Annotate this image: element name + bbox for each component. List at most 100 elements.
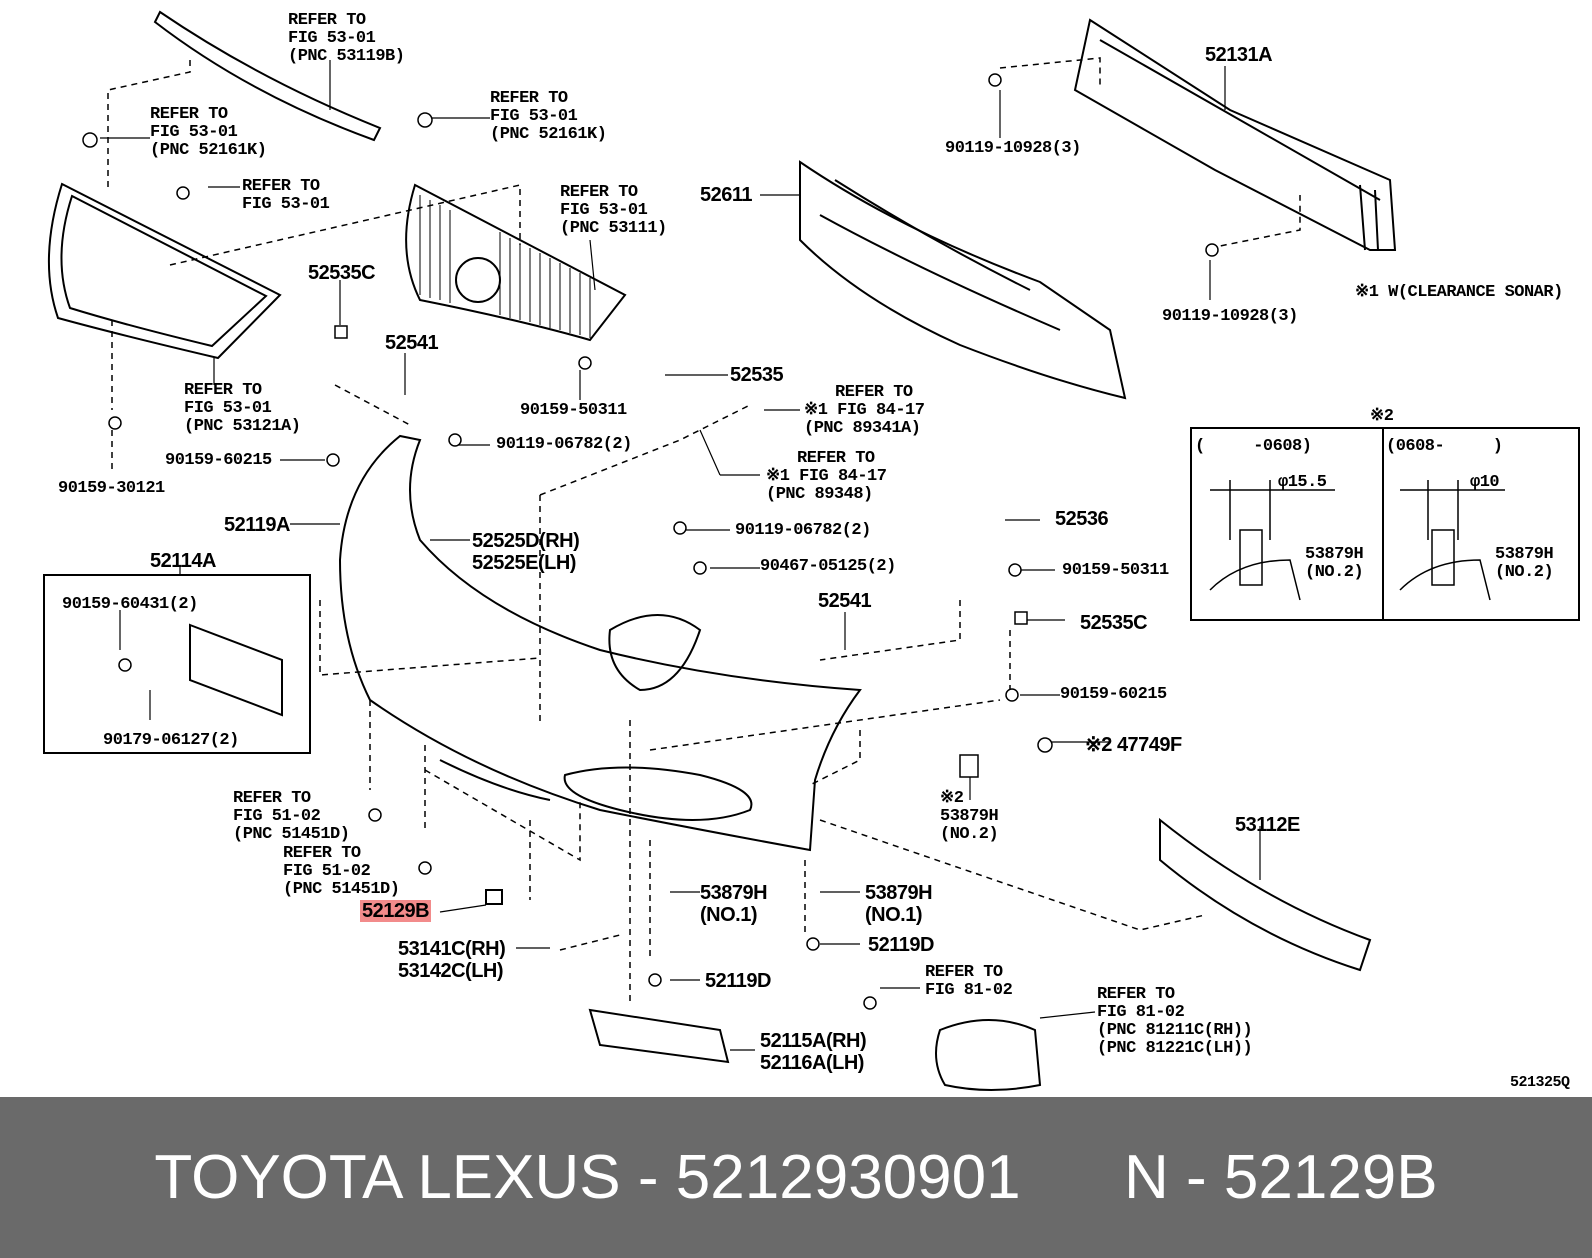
energy-absorber <box>799 160 1127 400</box>
grille-emblem <box>455 257 501 303</box>
part-number-banner: TOYOTA LEXUS - 5212930901 N - 52129B <box>0 1097 1592 1258</box>
part-label-53112e: 53112E <box>1235 814 1300 836</box>
part-label-52541-mid: 52541 <box>818 590 872 612</box>
diagram-drawing <box>43 10 1580 1091</box>
sonar-inset-box <box>1190 427 1580 621</box>
bumper-side-bracket <box>588 1008 730 1064</box>
bolt-icon <box>863 996 877 1010</box>
bolt-icon <box>176 186 190 200</box>
refer-label-89341a: ※1 FIG 84-17 (PNC 89341A) <box>804 401 925 438</box>
sensor-holder-icon <box>959 754 979 778</box>
refer-label-52161k-left: REFER TO FIG 53-01 (PNC 52161K) <box>150 105 267 160</box>
pnc-code: 52129B <box>1223 1143 1438 1212</box>
inset-left-range: ( -0608) <box>1195 437 1312 456</box>
bolt-icon <box>1205 243 1219 257</box>
part-label-90119-10928-top: 90119-10928(3) <box>945 139 1081 158</box>
part-label-52535c-mid: 52535C <box>1080 612 1148 634</box>
bolt-icon <box>1005 688 1019 702</box>
inset-left-diameter: φ15.5 <box>1278 473 1327 492</box>
refer-label-53111: REFER TO FIG 53-01 (PNC 53111) <box>560 183 667 238</box>
bolt-icon <box>578 356 592 370</box>
license-bracket-box <box>43 574 311 754</box>
refer-label-81-02-b: REFER TO FIG 81-02 (PNC 81211C(RH)) (PNC… <box>1097 985 1253 1058</box>
bolt-icon <box>368 808 382 822</box>
separator: - <box>1185 1143 1207 1212</box>
refer-label-53119b: REFER TO FIG 53-01 (PNC 53119B) <box>288 11 405 66</box>
bolt-icon <box>418 861 432 875</box>
parts-diagram: REFER TO FIG 53-01 (PNC 53119B) REFER TO… <box>43 10 1580 1091</box>
n-label: N <box>1123 1143 1169 1212</box>
lower-grille <box>1159 817 1372 972</box>
banner-text: TOYOTA LEXUS - 5212930901 N - 52129B <box>0 1097 1592 1258</box>
part-label-90467-05125: 90467-05125(2) <box>760 557 896 576</box>
part-label-52535: 52535 <box>730 364 784 386</box>
part-label-52535c-top: 52535C <box>308 262 376 284</box>
bumper-cover <box>338 434 862 852</box>
part-label-90119-06782-b: 90119-06782(2) <box>735 521 871 540</box>
refer-label-89348: ※1 FIG 84-17 (PNC 89348) <box>766 467 887 504</box>
fog-lamp <box>935 1019 1042 1091</box>
part-label-47749f: ※2 47749F <box>1085 734 1182 756</box>
part-label-52611: 52611 <box>700 184 753 206</box>
refer-label-53-01-bolt: REFER TO FIG 53-01 <box>242 177 330 214</box>
part-label-52525d: 52525D(RH) 52525E(LH) <box>472 530 580 574</box>
part-label-52536: 52536 <box>1055 508 1109 530</box>
license-bracket <box>189 623 283 717</box>
part-label-52119d-b: 52119D <box>705 970 771 992</box>
refer-label-52161k-mid: REFER TO FIG 53-01 (PNC 52161K) <box>490 89 607 144</box>
part-number: 5212930901 <box>675 1143 1021 1212</box>
part-label-90159-60215-a: 90159-60215 <box>165 451 272 470</box>
inset-right-diameter: φ10 <box>1470 473 1500 492</box>
upper-molding-strip <box>153 10 382 142</box>
part-label-52541-top: 52541 <box>385 332 439 354</box>
bolt-icon <box>108 416 122 430</box>
refer-label-89341a-head: REFER TO <box>835 383 913 402</box>
refer-label-89348-head: REFER TO <box>797 449 875 468</box>
refer-label-81-02-a: REFER TO FIG 81-02 <box>925 963 1013 1000</box>
inset-right-range: (0608- ) <box>1386 437 1503 456</box>
bolt-icon <box>1008 563 1022 577</box>
refer-label-51451d-a: REFER TO FIG 51-02 (PNC 51451D) <box>233 789 350 844</box>
part-label-52115a: 52115A(RH) 52116A(LH) <box>760 1030 867 1074</box>
nut-icon <box>334 325 348 339</box>
bolt-icon <box>118 658 132 672</box>
refer-label-51451d-b: REFER TO FIG 51-02 (PNC 51451D) <box>283 844 400 899</box>
note-clearance-sonar: ※1 W(CLEARANCE SONAR) <box>1355 283 1563 302</box>
grille-frame <box>47 182 282 360</box>
part-label-52119d-a: 52119D <box>868 934 934 956</box>
inset-right-part: 53879H (NO.2) <box>1495 545 1554 582</box>
bumper-reinforcement <box>1073 18 1397 251</box>
clip-icon <box>82 132 98 148</box>
part-label-90159-30121: 90159-30121 <box>58 479 165 498</box>
clip-icon <box>693 561 707 575</box>
diagram-code: 521325Q <box>1510 1074 1570 1091</box>
bolt-icon <box>326 453 340 467</box>
part-label-90179-06127: 90179-06127(2) <box>103 731 239 750</box>
nut-icon <box>1014 611 1028 625</box>
inset-mark: ※2 <box>1370 407 1394 426</box>
clip-icon <box>417 112 433 128</box>
part-label-90119-10928-bot: 90119-10928(3) <box>1162 307 1298 326</box>
part-label-52114a: 52114A <box>150 550 216 572</box>
radiator-grille <box>405 183 627 342</box>
sensor-icon <box>1037 737 1053 753</box>
part-label-52131a: 52131A <box>1205 44 1273 66</box>
bolt-icon <box>806 937 820 951</box>
part-label-90159-50311-b: 90159-50311 <box>1062 561 1169 580</box>
part-label-53141c: 53141C(RH) 53142C(LH) <box>398 938 506 982</box>
part-label-90159-60431: 90159-60431(2) <box>62 595 198 614</box>
bolt-icon <box>988 73 1002 87</box>
part-label-90159-50311-a: 90159-50311 <box>520 401 627 420</box>
part-label-53879h-no1-a: 53879H (NO.1) <box>700 882 768 926</box>
part-label-52129b-highlighted: 52129B <box>360 900 432 922</box>
part-label-52119a: 52119A <box>224 514 290 536</box>
part-label-90119-06782-a: 90119-06782(2) <box>496 435 632 454</box>
part-label-53879h-no1-b: 53879H (NO.1) <box>865 882 933 926</box>
part-label-53879h-no2: ※2 53879H (NO.2) <box>940 789 999 844</box>
bolt-icon <box>648 973 662 987</box>
part-label-90159-60215-b: 90159-60215 <box>1060 685 1167 704</box>
bolt-icon <box>448 433 462 447</box>
part-52129b <box>485 889 503 905</box>
separator: - <box>637 1143 659 1212</box>
refer-label-53121a: REFER TO FIG 53-01 (PNC 53121A) <box>184 381 301 436</box>
